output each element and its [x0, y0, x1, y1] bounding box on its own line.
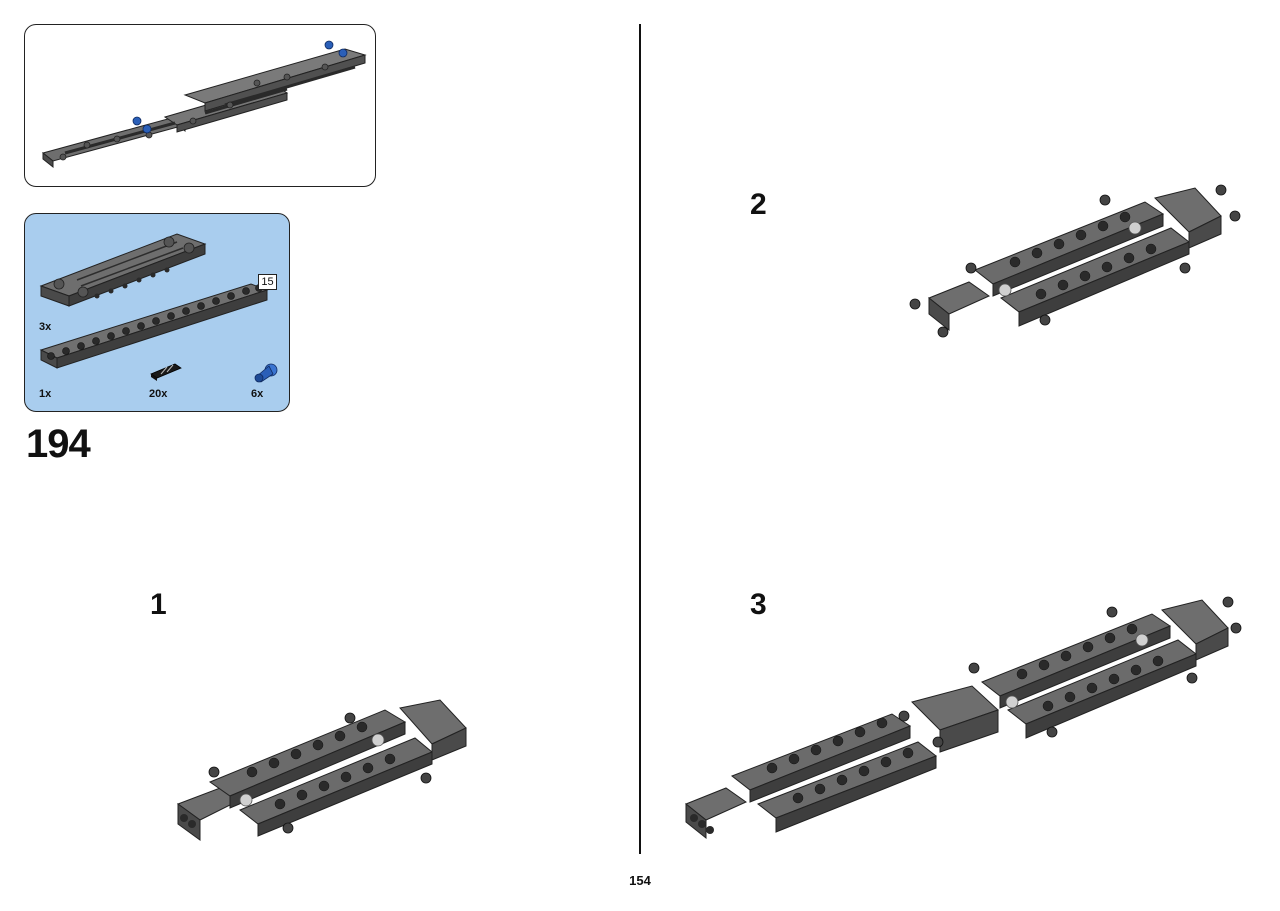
- parts-list-box: 3x 15 1x 20x 6x: [24, 213, 290, 412]
- page-number: 154: [629, 873, 651, 888]
- panel-quantity: 3x: [39, 321, 52, 333]
- subassembly-preview: [24, 24, 376, 187]
- blue-axle-pin-quantity: 6x: [251, 388, 264, 400]
- blue-axle-pin-part-icon: [254, 363, 278, 383]
- beam-quantity: 1x: [39, 388, 52, 400]
- beam-length-label: 15: [258, 274, 277, 290]
- sub-step-2-number: 2: [750, 188, 767, 221]
- sub-step-1-number: 1: [150, 588, 167, 621]
- main-step-number: 194: [26, 422, 91, 466]
- sub-step-1-illustration: [176, 699, 467, 841]
- flat-panel-part-icon: [39, 233, 207, 307]
- black-pin-part-icon: [150, 363, 182, 381]
- sub-step-2-illustration: [909, 184, 1241, 338]
- sub-step-3-number: 3: [750, 588, 767, 621]
- beam-15-part-icon: [39, 283, 269, 369]
- preview-assembly-illustration: [41, 40, 367, 169]
- sub-step-3-illustration: [685, 596, 1242, 840]
- page-divider: [639, 24, 641, 854]
- black-pin-quantity: 20x: [149, 388, 168, 400]
